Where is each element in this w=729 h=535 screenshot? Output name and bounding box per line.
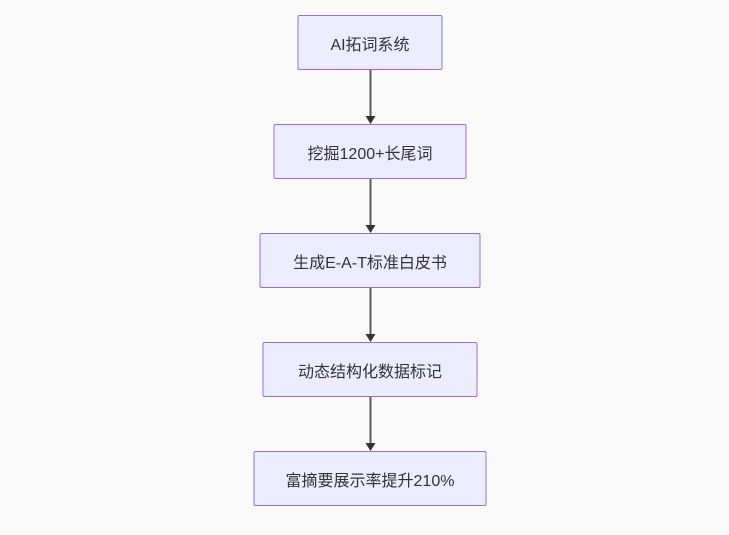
- arrow-line: [369, 179, 371, 226]
- flow-arrow-3: [363, 288, 377, 342]
- node-label: 富摘要展示率提升210%: [285, 472, 455, 490]
- node-label: 挖掘1200+长尾词: [307, 145, 433, 163]
- flow-node-rich-snippet-result: 富摘要展示率提升210%: [253, 451, 487, 506]
- flow-node-longtail-keywords: 挖掘1200+长尾词: [273, 124, 467, 179]
- flow-arrow-1: [363, 70, 377, 124]
- arrow-line: [369, 288, 371, 335]
- flow-node-structured-data: 动态结构化数据标记: [262, 342, 478, 397]
- node-label: 生成E-A-T标准白皮书: [293, 254, 447, 272]
- node-label: AI拓词系统: [330, 36, 410, 54]
- node-label: 动态结构化数据标记: [297, 363, 442, 381]
- flow-arrow-2: [363, 179, 377, 233]
- arrow-down-icon: [365, 443, 375, 451]
- arrow-down-icon: [365, 225, 375, 233]
- arrow-line: [369, 70, 371, 117]
- arrow-down-icon: [365, 116, 375, 124]
- flow-node-ai-word-system: AI拓词系统: [297, 15, 443, 70]
- flowchart: AI拓词系统 挖掘1200+长尾词 生成E-A-T标准白皮书 动态结构化数据标记: [253, 15, 487, 506]
- flow-arrow-4: [363, 397, 377, 451]
- flow-node-eat-whitepaper: 生成E-A-T标准白皮书: [259, 233, 481, 288]
- arrow-down-icon: [365, 334, 375, 342]
- arrow-line: [369, 397, 371, 444]
